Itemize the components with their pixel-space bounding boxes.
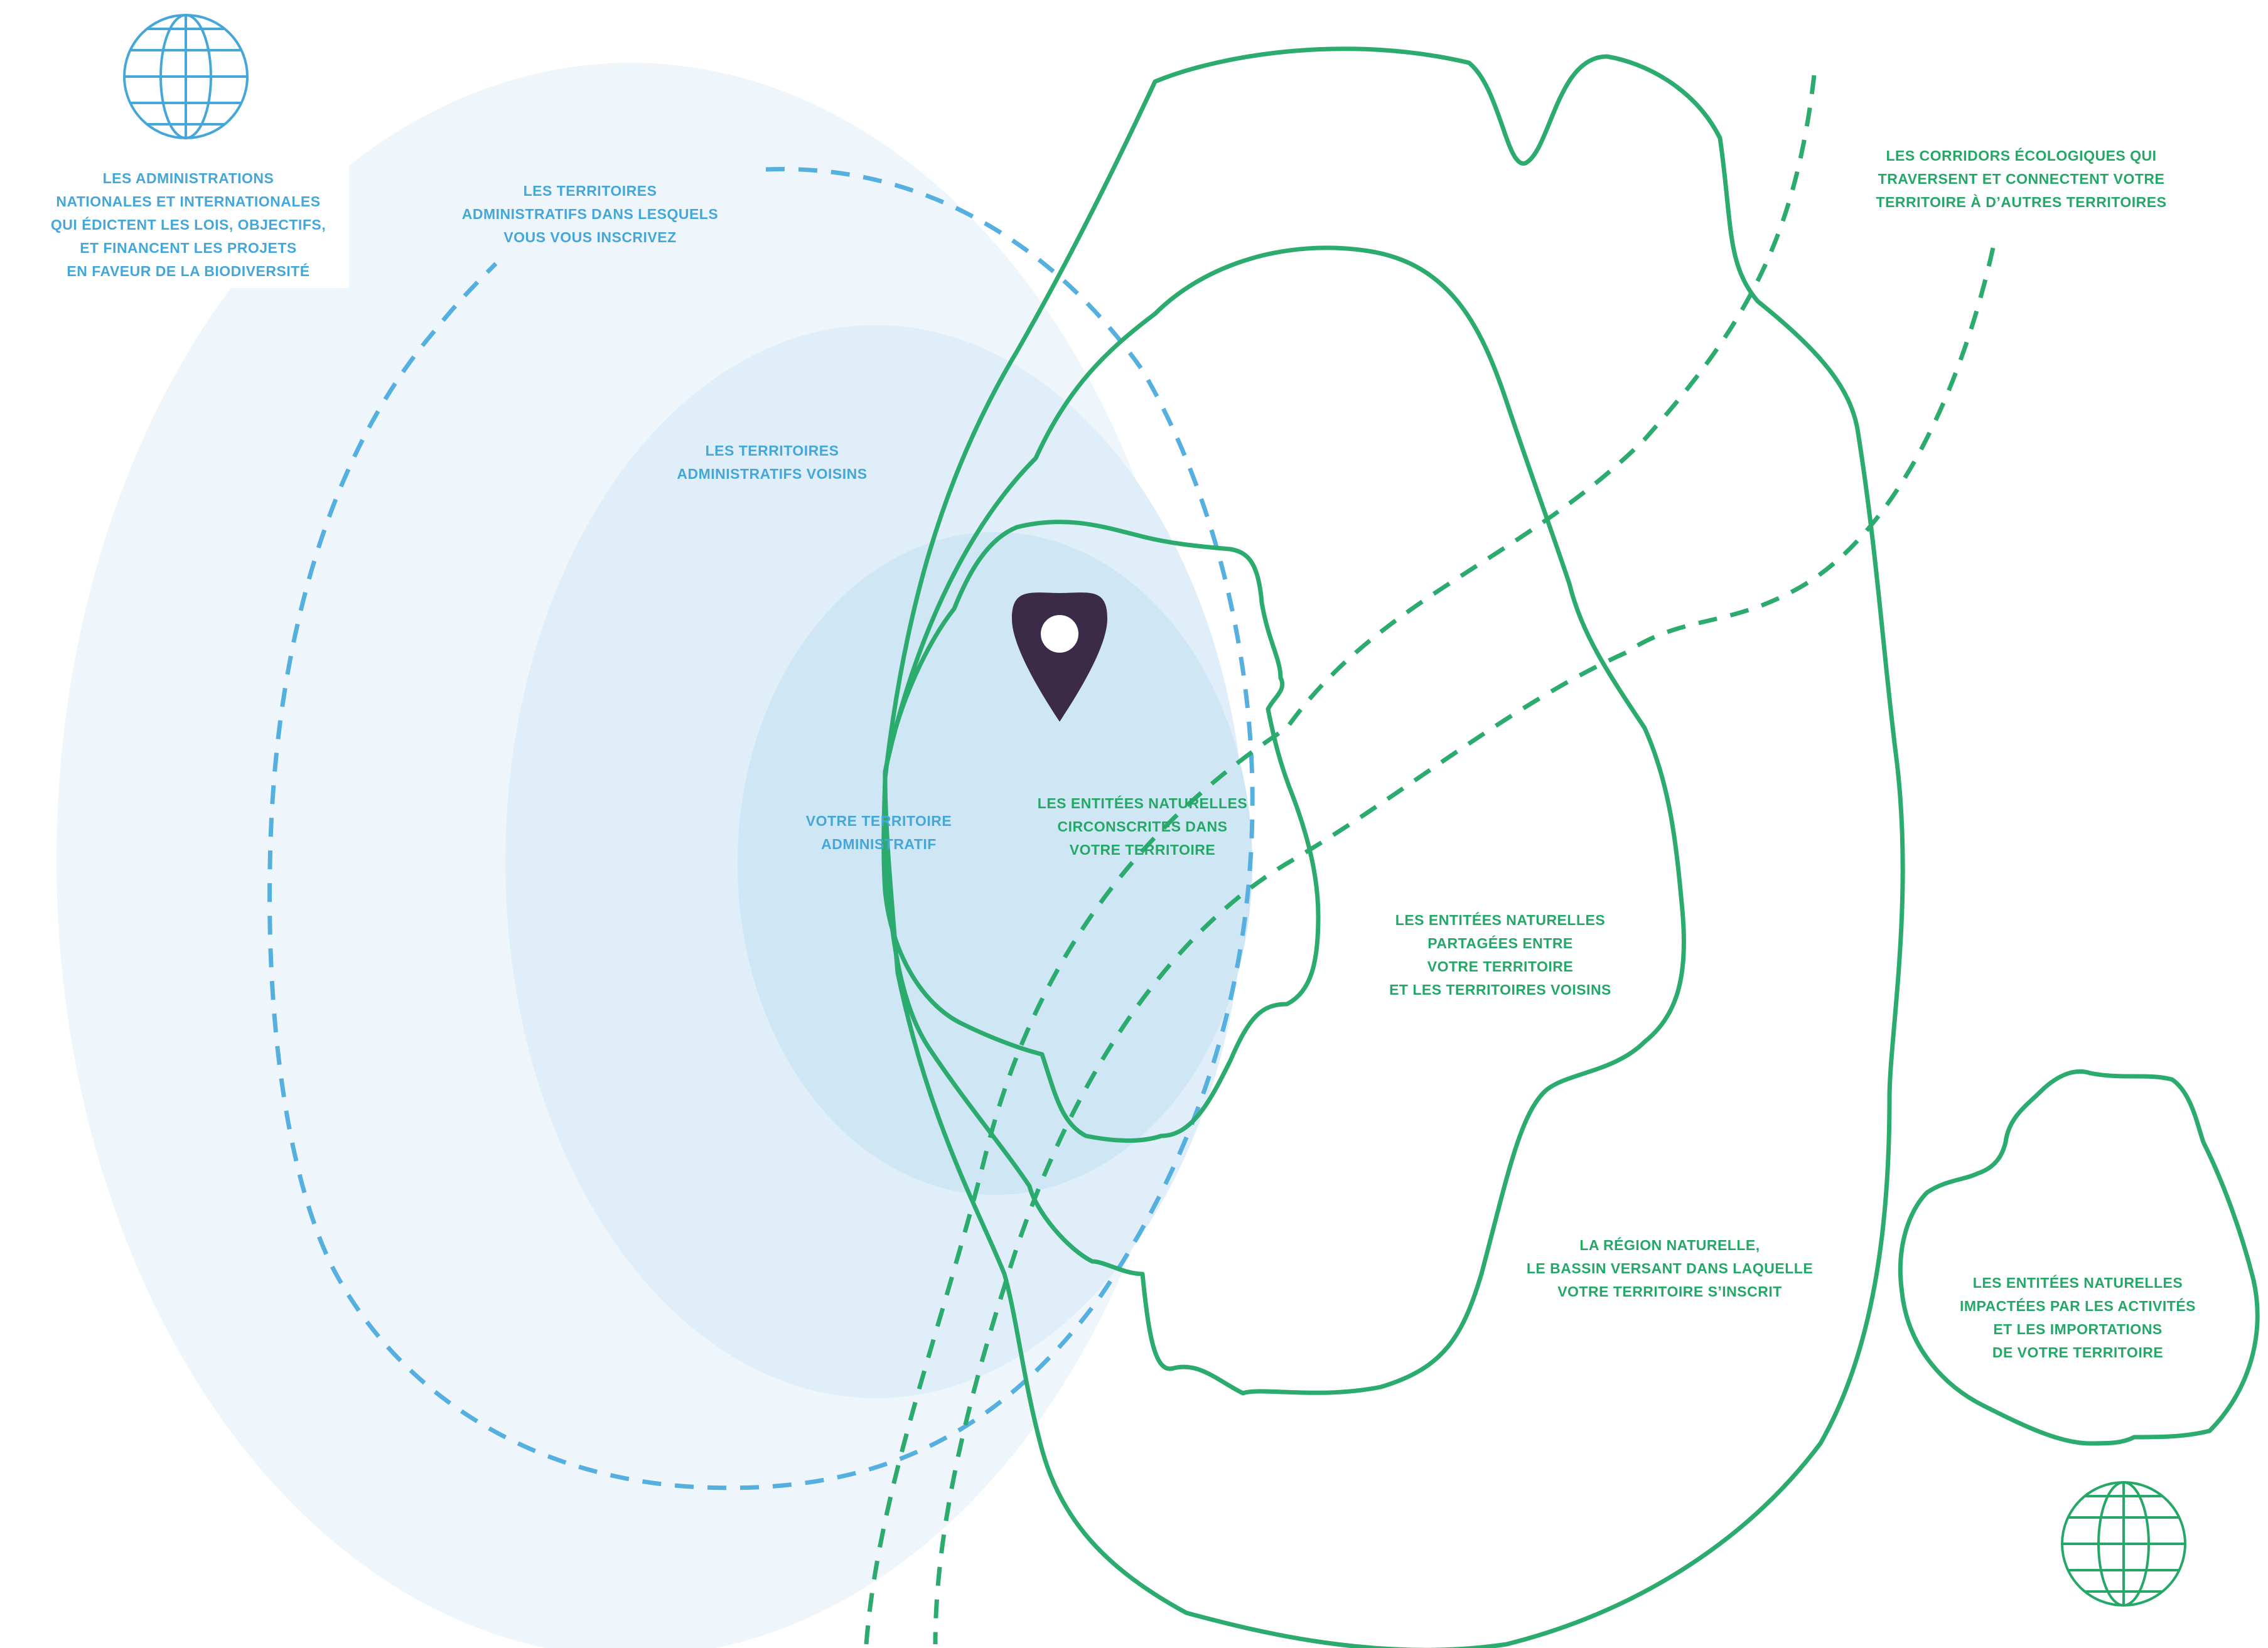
label-line: LES CORRIDORS ÉCOLOGIQUES QUI	[1886, 147, 2157, 164]
label-entites-impactees: LES ENTITÉES NATURELLES IMPACTÉES PAR LES…	[1927, 1271, 2228, 1364]
label-entites-circonscrites: LES ENTITÉES NATURELLES CIRCONSCRITES DAN…	[1004, 792, 1281, 862]
label-votre-territoire: VOTRE TERRITOIRE ADMINISTRATIF	[778, 810, 979, 856]
label-line: LES ENTITÉES NATURELLES	[1972, 1275, 2183, 1291]
label-administrations: LES ADMINISTRATIONS NATIONALES ET INTERNA…	[28, 162, 349, 288]
shared-natural-entities-outline	[883, 245, 1686, 1396]
label-line: IMPACTÉES PAR LES ACTIVITÉS	[1960, 1298, 2196, 1314]
label-line: ADMINISTRATIFS DANS LESQUELS	[461, 206, 719, 222]
label-line: ADMINISTRATIFS VOISINS	[677, 466, 868, 482]
label-line: VOTRE TERRITOIRE	[1427, 958, 1574, 975]
location-pin-hole	[1041, 615, 1078, 653]
label-line: TRAVERSENT ET CONNECTENT VOTRE	[1878, 171, 2165, 187]
label-line: NATIONALES ET INTERNATIONALES	[56, 193, 321, 210]
administrative-boundary-dashed	[267, 166, 1255, 1490]
label-line: ET FINANCENT LES PROJETS	[80, 240, 297, 256]
label-line: LES TERRITOIRES	[523, 183, 657, 199]
label-line: ADMINISTRATIF	[821, 836, 937, 852]
impacted-natural-entities-outline	[1898, 1069, 2260, 1446]
label-line: PARTAGÉES ENTRE	[1427, 935, 1573, 951]
globe-icon	[123, 14, 249, 139]
natural-region-outline	[883, 46, 1905, 1648]
label-line: LE BASSIN VERSANT DANS LAQUELLE	[1526, 1260, 1814, 1276]
label-line: VOUS VOUS INSCRIVEZ	[503, 229, 677, 245]
label-line: EN FAVEUR DE LA BIODIVERSITÉ	[67, 263, 310, 279]
label-line: LES ENTITÉES NATURELLES	[1037, 795, 1248, 811]
globe-icon	[2061, 1481, 2186, 1607]
label-line: CIRCONSCRITES DANS	[1057, 818, 1228, 835]
label-line: VOTRE TERRITOIRE S’INSCRIT	[1557, 1283, 1782, 1300]
label-line: ET LES TERRITOIRES VOISINS	[1389, 982, 1611, 998]
label-line: LES ENTITÉES NATURELLES	[1395, 912, 1606, 928]
label-territoires-voisins: LES TERRITOIRES ADMINISTRATIFS VOISINS	[615, 439, 929, 486]
label-line: LES ADMINISTRATIONS	[102, 170, 274, 186]
label-region-naturelle: LA RÉGION NATURELLE, LE BASSIN VERSANT DA…	[1494, 1234, 1846, 1303]
inner-natural-entities-outline	[881, 520, 1321, 1143]
label-territoires-inscrits: LES TERRITOIRES ADMINISTRATIFS DANS LESQU…	[414, 179, 766, 249]
label-line: TERRITOIRE À D’AUTRES TERRITOIRES	[1876, 194, 2167, 210]
label-corridors: LES CORRIDORS ÉCOLOGIQUES QUI TRAVERSENT …	[1846, 144, 2197, 214]
label-line: DE VOTRE TERRITOIRE	[1992, 1344, 2164, 1361]
ecological-corridor-1	[864, 75, 1817, 1645]
label-line: LES TERRITOIRES	[705, 442, 839, 459]
label-line: VOTRE TERRITOIRE	[805, 813, 952, 829]
label-line: QUI ÉDICTENT LES LOIS, OBJECTIFS,	[50, 217, 326, 233]
label-line: LA RÉGION NATURELLE,	[1579, 1237, 1760, 1253]
location-pin-icon	[1012, 592, 1107, 722]
label-entites-partagees: LES ENTITÉES NATURELLES PARTAGÉES ENTRE VO…	[1343, 909, 1657, 1002]
label-line: ET LES IMPORTATIONS	[1993, 1321, 2163, 1337]
location-pin-body	[1012, 592, 1107, 722]
halo-inner	[738, 532, 1252, 1195]
label-line: VOTRE TERRITOIRE	[1069, 842, 1216, 858]
